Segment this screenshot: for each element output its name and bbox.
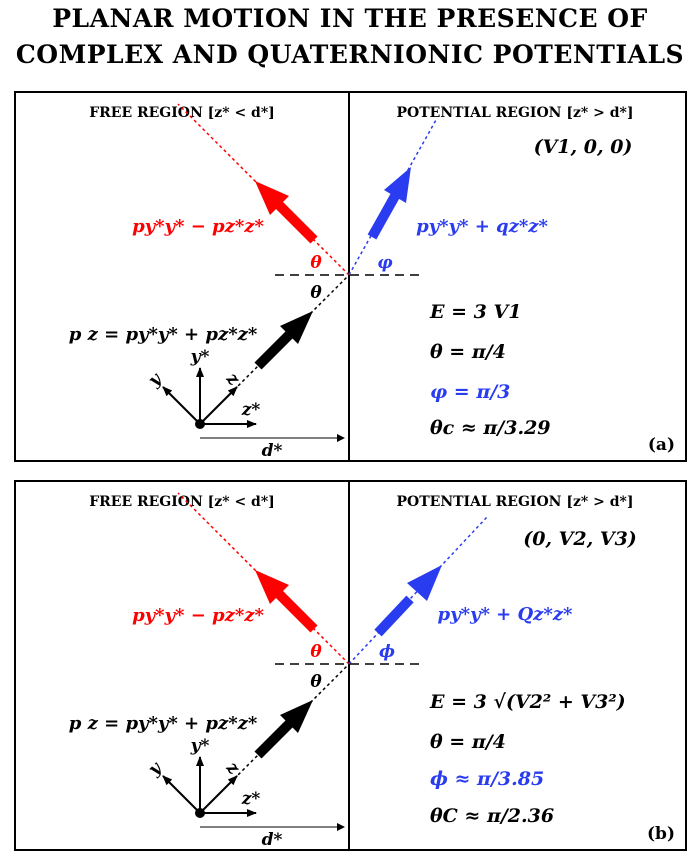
panel-b-frame [14, 480, 687, 851]
panel-a-incident-arrowhead [280, 311, 313, 344]
panel-b-theta-incident: θ [310, 672, 322, 692]
panel-b-theta-reflected: θ [310, 642, 322, 662]
panel-a-frame [14, 91, 687, 462]
panel-b-free-region-label: FREE REGION [z* < d*] [89, 494, 275, 510]
panel-b-energy: E = 3 √(V2² + V3²) [429, 691, 626, 713]
panel-a-theta-value: θ = π/4 [430, 341, 506, 363]
panel-b: FREE REGION [z* < d*] POTENTIAL REGION [… [14, 480, 687, 851]
panel-b-label: (b) [647, 824, 675, 844]
panel-a-refraction-angle: φ [377, 253, 393, 273]
panel-a-reflected-arrowhead [255, 181, 289, 215]
panel-b-incident-arrowhead [280, 700, 313, 733]
panel-a-reflected-label: py*y* − pz*z* [132, 216, 264, 237]
panel-b-transmitted-arrowhead [407, 565, 442, 601]
panel-a-ystar-label: y* [190, 347, 210, 367]
title-line-1: PLANAR MOTION IN THE PRESENCE OF [52, 4, 648, 33]
panel-b-incident-arrow-shaft [254, 718, 295, 759]
panel-b-refraction-angle: ϕ [379, 642, 395, 662]
panel-a-incident-label: p z = py*y* + pz*z* [69, 324, 258, 345]
panel-a-z-axis [199, 386, 238, 425]
panel-a-distance-label: d* [262, 441, 283, 461]
panel-a-y-axis [162, 386, 201, 425]
panel-b-z-label: z [222, 757, 244, 779]
panel-b-incident-label: p z = py*y* + pz*z* [69, 713, 258, 734]
panel-b-z-axis [199, 775, 238, 814]
panel-b-reflected-arrowhead [255, 570, 289, 604]
title-line-2: COMPLEX AND QUATERNIONIC POTENTIALS [15, 40, 685, 69]
panel-a-critical-angle: θc ≈ π/3.29 [430, 417, 551, 439]
panel-a-free-region-label: FREE REGION [z* < d*] [89, 105, 275, 121]
panel-a-transmitted-label: py*y* + qz*z* [416, 216, 548, 237]
panel-b-theta-value: θ = π/4 [430, 731, 506, 753]
panel-a-potential-region-label: POTENTIAL REGION [z* > d*] [397, 105, 634, 121]
panel-a-potential: (V1, 0, 0) [534, 136, 633, 158]
panel-b-refracted-value: ϕ ≈ π/3.85 [430, 768, 544, 790]
panel-a-energy: E = 3 V1 [429, 301, 521, 323]
panel-a: FREE REGION [z* < d*] POTENTIAL REGION [… [14, 91, 687, 462]
panel-b-y-axis [162, 775, 201, 814]
panel-b-zstar-label: z* [241, 789, 261, 809]
panel-a-transmitted-arrowhead [384, 167, 411, 203]
panel-a-z-label: z [222, 368, 244, 390]
panel-a-zstar-label: z* [241, 400, 261, 420]
panel-b-transmitted-arrow-shaft [374, 595, 414, 637]
panel-b-critical-angle: θC ≈ π/2.36 [430, 805, 554, 827]
panel-a-theta-reflected: θ [310, 253, 322, 273]
panel-b-transmitted-label: py*y* + Qz*z* [438, 604, 573, 625]
panel-a-reflected-arrow-shaft [274, 200, 318, 244]
panel-b-reflected-label: py*y* − pz*z* [132, 605, 264, 626]
panel-b-potential-region-label: POTENTIAL REGION [z* > d*] [397, 494, 634, 510]
panel-b-ystar-label: y* [190, 736, 210, 756]
panel-b-distance-label: d* [262, 830, 283, 850]
panel-a-incident-path [199, 274, 350, 425]
panel-b-potential: (0, V2, V3) [523, 528, 637, 550]
panel-b-transmitted-path [348, 516, 488, 665]
panel-a-transmitted-arrow-shaft [367, 193, 400, 240]
panel-a-theta-incident: θ [310, 283, 322, 303]
panel-a-incident-arrow-shaft [254, 329, 295, 370]
panel-a-label: (a) [648, 435, 675, 455]
panel-b-reflected-arrow-shaft [274, 589, 318, 633]
panel-a-refracted-value: φ = π/3 [430, 381, 510, 403]
panel-b-incident-path [199, 663, 350, 814]
